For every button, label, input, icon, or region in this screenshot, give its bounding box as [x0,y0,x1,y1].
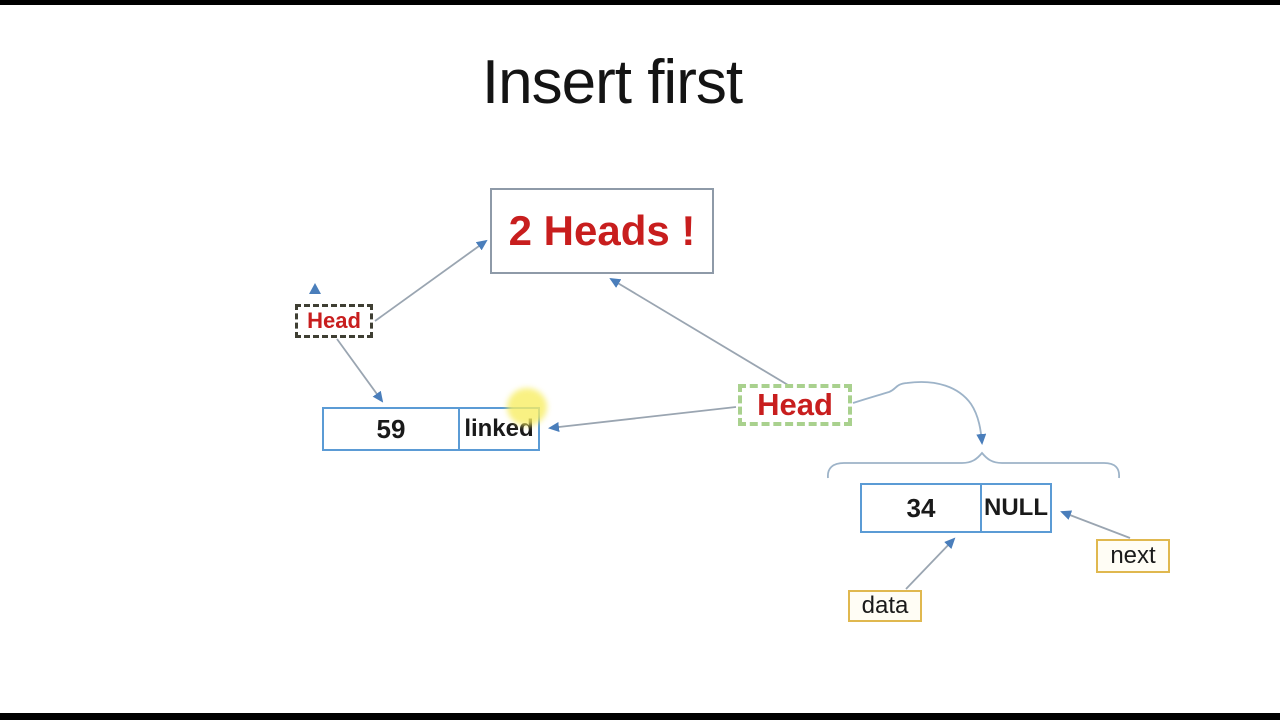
new-head-pointer: Head [738,384,852,426]
slide-canvas: Insert first [0,5,1280,713]
letterbox-top [0,0,1280,5]
data-field-label: data [848,590,922,622]
up-arrowhead-icon [309,283,321,294]
letterbox-bottom [0,713,1280,720]
connector-next-label-to-new-node [1060,510,1131,539]
first-node-data-cell: 59 [324,409,460,449]
connector-data-label-to-new-node [905,537,956,590]
connector-oldhead-to-first-node [336,338,384,403]
next-field-label: next [1096,539,1170,573]
connector-oldhead-to-callout [374,239,488,322]
slide-title: Insert first [481,48,743,117]
old-head-label: Head [307,308,361,333]
new-head-label: Head [757,387,833,422]
new-node-data-cell: 34 [862,485,982,531]
two-heads-callout-text: 2 Heads ! [508,207,696,254]
new-node-next-cell: NULL [984,494,1048,521]
connector-newhead-to-callout [609,277,789,386]
two-heads-callout: 2 Heads ! [490,188,714,274]
cursor-highlight [507,388,547,426]
connector-newhead-to-first-node [548,406,737,432]
connector-newhead-to-new-node [852,381,987,445]
linked-list-node-first: 59 linked [322,407,540,451]
brace-over-new-node [827,451,1120,479]
data-field-label-text: data [861,592,909,619]
linked-list-node-new: 34 NULL [860,483,1052,533]
next-field-label-text: next [1110,542,1156,569]
old-head-pointer: Head [295,304,373,338]
